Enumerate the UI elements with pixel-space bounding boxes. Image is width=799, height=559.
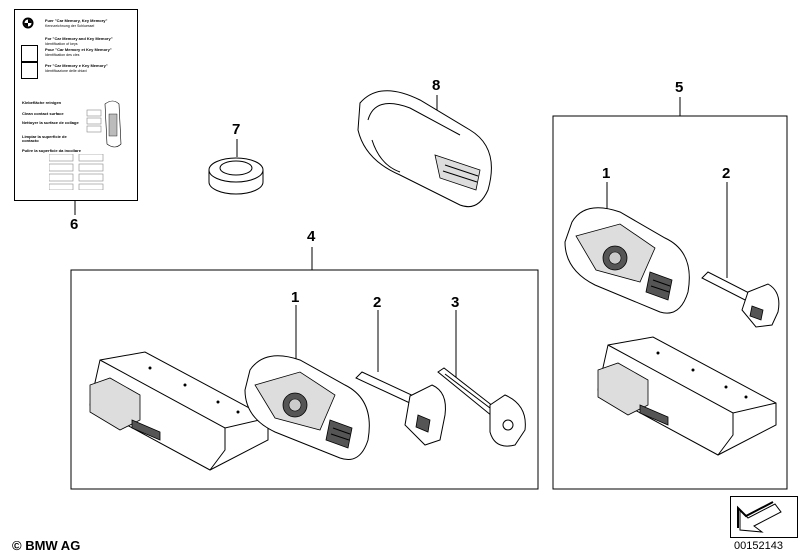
frame-set-4 <box>70 247 539 490</box>
leaflet-line-4: Per "Car Memory e Key Memory" <box>45 63 108 68</box>
callout-8: 8 <box>432 77 441 94</box>
callout-5: 5 <box>675 79 684 96</box>
orientation-box <box>730 496 798 538</box>
orientation-arrow-icon <box>737 501 782 533</box>
key-sticker-illustration <box>86 100 122 148</box>
emergency-key-a <box>355 371 446 446</box>
leaflet-instruction-3: Nettoyer la surface de collage <box>22 120 79 125</box>
leaflet-instruction-5: Pulire la superficie da incollare <box>22 148 81 153</box>
label-grid <box>49 154 104 190</box>
leaflet-key-box-1 <box>21 45 38 62</box>
callout-2-set5: 2 <box>722 165 731 182</box>
leaflet-instruction-2: Clean contact surface <box>22 111 64 116</box>
mechanical-key <box>437 367 526 447</box>
leaflet-line-1-sub: Kennzeichnung der Schluessel <box>45 23 95 28</box>
leaflet-line-2-sub: Identification of keys <box>45 41 78 46</box>
battery-part <box>208 157 264 195</box>
key-cover-part <box>357 90 492 208</box>
callout-6: 6 <box>70 216 79 233</box>
document-number: 00152143 <box>734 540 783 552</box>
emergency-key-b <box>701 271 780 328</box>
remote-key-b <box>564 207 690 314</box>
callout-3-set4: 3 <box>451 294 460 311</box>
callout-4: 4 <box>307 228 316 245</box>
control-unit-b <box>597 336 777 456</box>
key-memory-leaflet: Fuer "Car Memory, Key Memory" Kennzeichn… <box>14 9 138 201</box>
leaflet-line-4-sub: Identificazione delle chiavi <box>45 68 87 73</box>
callout-2-set4: 2 <box>373 294 382 311</box>
callout-1-set5: 1 <box>602 165 611 182</box>
leaflet-line-2: For "Car Memory and Key Memory" <box>45 36 113 41</box>
control-unit-a <box>89 351 269 471</box>
leaflet-instruction-1: Klebefläche reinigen <box>22 100 62 105</box>
copyright: © BMW AG <box>12 538 81 553</box>
leaflet-instruction-4: Limpiar la superficie de contacto <box>22 134 67 144</box>
remote-key-a <box>244 355 370 460</box>
leaflet-line-3-sub: Identification des cles <box>45 52 80 57</box>
callout-7: 7 <box>232 121 241 138</box>
leaflet-key-box-2 <box>21 62 38 79</box>
callout-1-set4: 1 <box>291 289 300 306</box>
frame-set-5 <box>552 97 788 490</box>
leaflet-line-3: Pour "Car Memory et Key Memory" <box>45 47 112 52</box>
bmw-logo-icon <box>22 17 34 29</box>
leaflet-line-1: Fuer "Car Memory, Key Memory" <box>45 18 108 23</box>
